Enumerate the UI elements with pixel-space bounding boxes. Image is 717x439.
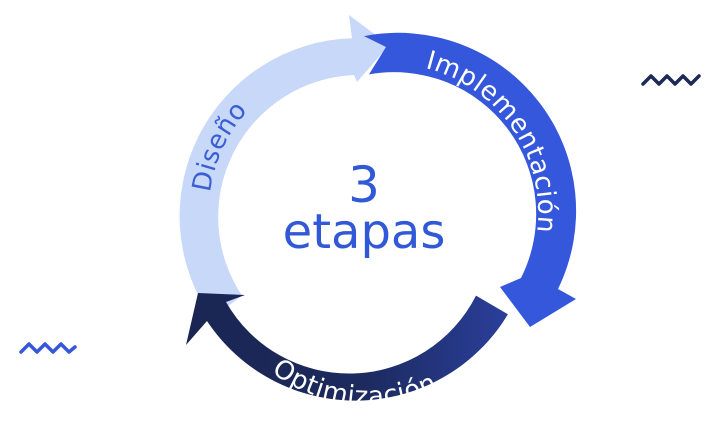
zigzag-wave-icon: [641, 74, 701, 86]
stage-arrow-implementacion: [364, 32, 577, 328]
center-word: etapas: [283, 204, 446, 260]
zigzag-wave-icon: [19, 342, 77, 354]
center-number: 3: [348, 156, 380, 214]
stage-arrow-optimizacion: [186, 293, 508, 401]
stage-arrow-diseno: [179, 15, 389, 319]
